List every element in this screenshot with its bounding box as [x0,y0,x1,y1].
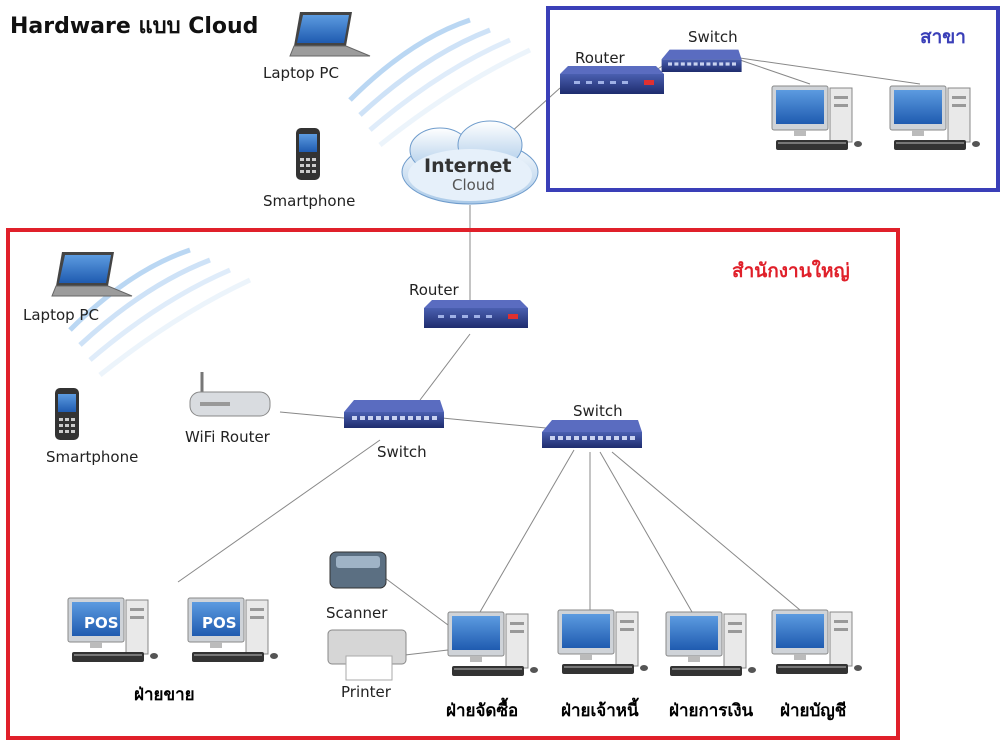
hq-switch2-label: Switch [573,402,623,420]
scanner-label: Scanner [326,604,388,622]
cloud-icon [401,120,539,205]
hq-title: สำนักงานใหญ่ [732,260,850,282]
branch-switch-icon [661,49,742,72]
laptop-icon [289,11,371,57]
branch-router-label: Router [575,49,625,67]
branch-title: สาขา [920,26,966,48]
printer-icon [327,629,407,681]
pos-label: POS [202,614,237,632]
wifi-router-label: WiFi Router [185,428,270,446]
hq-laptop-label: Laptop PC [23,306,99,324]
laptop-label: Laptop PC [263,64,339,82]
hq-switch-icon [542,420,642,448]
purchasing-pc-icon [447,611,539,677]
payable-pc-icon [557,609,649,675]
dept-sales-label: ฝ่ายขาย [134,685,195,705]
connection-lines [177,57,921,656]
branch-box [546,6,1000,192]
branch-pc-icon [889,85,981,151]
cloud-line2: Cloud [452,176,495,194]
hq-box [6,228,900,740]
hq-switch-icon [344,400,444,428]
accounting-pc-icon [771,609,863,675]
hq-router-icon [424,300,528,328]
page-title: Hardware แบบ Cloud [10,14,259,39]
hq-switch1-label: Switch [377,443,427,461]
wifi-router-icon [189,372,271,417]
finance-pc-icon [665,611,757,677]
branch-pc-icon [771,85,863,151]
cloud-line1: Internet [424,155,512,177]
dept-accounting-label: ฝ่ายบัญชี [780,701,847,721]
scanner-icon [329,551,387,589]
printer-label: Printer [341,683,391,701]
hq-smartphone-icon [55,388,79,440]
hq-smartphone-label: Smartphone [46,448,139,466]
branch-router-icon [560,66,664,94]
smartphone-icon [296,128,320,180]
dept-finance-label: ฝ่ายการเงิน [669,701,754,721]
dept-purchasing-label: ฝ่ายจัดซื้อ [446,701,519,721]
branch-switch-label: Switch [688,28,738,46]
hq-router-label: Router [409,281,459,299]
smartphone-label: Smartphone [263,192,356,210]
pos-label: POS [84,614,119,632]
dept-payable-label: ฝ่ายเจ้าหนี้ [561,701,639,721]
